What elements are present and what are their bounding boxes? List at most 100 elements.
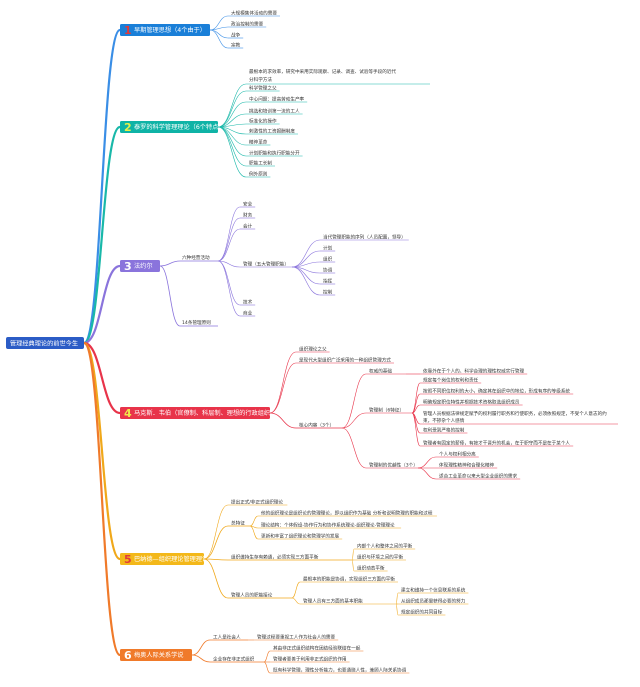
taylor-feature: 标准化的操作: [249, 118, 277, 125]
barnard-item: 提出正式/非正式组织理论: [231, 499, 283, 506]
taylor-feature: 刺激性的工资报酬制度: [249, 128, 295, 135]
management-function: 当代管理职能的序列（人员配置，领导）: [323, 234, 406, 241]
taylor-feature: 挑选和培训第一流的工人: [249, 108, 300, 115]
connector-line: [411, 404, 421, 414]
advantage-item: 体现理性精神和合理化精神: [439, 462, 495, 469]
connector-line: [249, 525, 259, 540]
connector-line: [269, 412, 297, 429]
connector-line: [217, 260, 241, 268]
connector-line: [341, 373, 367, 429]
connector-line: [203, 558, 229, 599]
management-function: 组织: [323, 256, 333, 263]
informal-org-item: 管理者要善于利用非正式组织的作用: [273, 656, 347, 663]
connector-line: [209, 29, 229, 39]
advantage-item: 适合工业革命以来大型企业组织的需求: [439, 473, 518, 480]
connector-line: [291, 266, 321, 296]
management-function: 控制: [323, 289, 333, 296]
bureaucracy-feature: 权利受到严格的控制: [423, 427, 465, 434]
connector-line: [291, 250, 321, 268]
bureaucracy-feature: 管理人员根据法律规定赋予的权利履行职务和行使职务，必须依照规定，不受个人意志的约…: [423, 410, 607, 424]
connector-line: [209, 29, 229, 49]
connector-line: [411, 393, 421, 414]
fayol-principles-label: 14条管理原则: [182, 319, 211, 326]
connector-line: [217, 228, 241, 262]
informal-org-item: 既有科学管理，理性分析能力，也要通晓人性，兼顾人际关系协调: [273, 667, 407, 674]
manager-functions-label: 管理人员的职能接论: [231, 592, 273, 599]
bureaucracy-feature: 管理者有固定的薪俸，有按才干晋升的机会，在于职守而不是在于某个人: [423, 440, 570, 447]
branch-number: 4: [124, 407, 132, 420]
early-thought-item: 政治控制的需要: [231, 21, 264, 28]
connector-line: [417, 467, 437, 480]
weber-item: 组织理论之父: [299, 346, 327, 353]
general-feature-label: 总特征: [231, 520, 245, 527]
power-basis-detail: 依靠外在于个人的、科学合理的理性权威实行管理: [423, 368, 524, 375]
fayol-activity: 会计: [243, 223, 253, 230]
fayol-activity: 安全: [243, 201, 253, 208]
early-thought-item: 宗教: [231, 42, 241, 49]
social-man-label: 工人是社会人: [213, 634, 241, 641]
connector-line: [263, 661, 271, 674]
fayol-activity: 财务: [243, 212, 253, 219]
connector-line: [217, 206, 241, 262]
connector-line: [417, 456, 437, 469]
manager-function-item: 最根本的职能是协调，实现组织三方面的平衡: [303, 576, 395, 583]
connector-line: [269, 362, 297, 414]
connector-line: [351, 548, 355, 561]
branch-number: 3: [124, 260, 132, 273]
taylor-feature: 例外原则: [249, 171, 268, 178]
branch-number: 5: [124, 553, 132, 566]
root-box: [6, 337, 84, 349]
management-function: 指挥: [323, 278, 333, 285]
branch-label: 早期管理思想（4个由于）: [134, 26, 206, 34]
connector-line: [269, 351, 297, 414]
bureaucracy-label: 管理制（6特征）: [369, 407, 404, 414]
power-basis-label: 权威的基础: [369, 368, 392, 375]
general-feature-item: 他的组织理论是组织论的管理理论，即以组织作为基础 分析和说明管理的职能和过程: [261, 510, 433, 517]
connector-line: [159, 265, 181, 327]
core-content-label: 核心内容（3个）: [299, 422, 334, 429]
connector-line: [203, 558, 229, 561]
general-feature-item: 更新和丰富了组织理论和管理学的发展: [261, 533, 340, 540]
taylor-feature: 职能工长制: [249, 160, 272, 167]
branch-number: 2: [124, 121, 132, 134]
connector-line: [191, 654, 211, 663]
connector-line: [82, 341, 122, 561]
branch-box: [120, 553, 204, 565]
connector-line: [217, 217, 241, 262]
balance-item: 组织与环境之间的平衡: [357, 554, 403, 561]
connector-line: [351, 559, 355, 572]
taylor-feature: 精神革命: [249, 139, 268, 146]
branch-box: [120, 407, 270, 419]
connector-line: [82, 28, 122, 345]
connector-line: [203, 525, 229, 560]
advantage-label: 管理制的优越性（3个）: [369, 462, 418, 469]
taylor-feature: 科学管理之父: [249, 85, 277, 92]
bureaucracy-feature: 按照不同职位权利的大小，确定其在组织中的地位，形成有序的等级系统: [423, 388, 570, 395]
branch-label: 马克斯．韦伯（官僚制、科层制、理想的行政组织）: [134, 409, 276, 417]
connector-line: [217, 260, 241, 306]
basic-function-item: 从组织成员那里获得必要的努力: [401, 598, 466, 605]
branch-number: 1: [124, 24, 132, 37]
advantage-item: 个人与权利相分离: [439, 451, 476, 458]
connector-line: [217, 90, 247, 128]
connector-line: [395, 592, 399, 605]
connector-line: [217, 260, 241, 317]
branch-box: [120, 649, 192, 661]
management-function: 协调: [323, 267, 333, 274]
connector-line: [217, 101, 247, 128]
fayol-activity: 技术: [243, 299, 253, 306]
informal-org-label: 企业存在非正式组织: [213, 656, 255, 663]
taylor-feature: 计划职能和执行职能分开: [249, 150, 300, 157]
connector-line: [291, 239, 321, 268]
root-node: 管理经典理论的前世今生: [6, 337, 84, 349]
connector-line: [217, 126, 247, 167]
connector-line: [341, 427, 367, 469]
branch-label: 泰罗的科学管理理论（6个特点）: [134, 123, 225, 131]
taylor-feature: 中心问题：提高劳动生产率: [249, 96, 305, 103]
